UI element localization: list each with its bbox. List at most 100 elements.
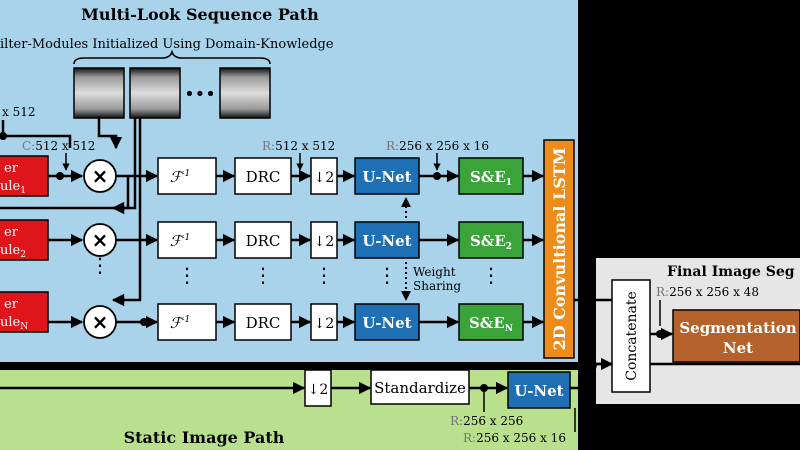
filter-module-1-label-a: er: [4, 161, 19, 176]
ifft-vdots: ⋮: [177, 263, 197, 287]
filter-module-2-label-a: er: [4, 225, 19, 240]
left-feed-line: [0, 176, 130, 210]
unet-vdots: ⋮: [377, 263, 397, 287]
ifft-2-label: ℱ-1: [170, 232, 191, 250]
down-vdots: ⋮: [314, 263, 334, 287]
r1-dim-label: R:512 x 512: [262, 139, 335, 153]
row1-connectors: [48, 169, 84, 329]
drc-2: [234, 221, 292, 259]
c-dim-label: C:512 x 512: [22, 139, 95, 153]
r3-dim-label: R:256 x 256 x 48: [656, 285, 759, 299]
static-image-title: Static Image Path: [124, 428, 285, 447]
multi-look-title: Multi-Look Sequence Path: [81, 5, 319, 24]
r2-dim-label: R:256 x 256 x 16: [386, 139, 489, 153]
unet-n-label: U-Net: [362, 314, 411, 332]
bus-lines: [0, 298, 800, 366]
lstm-block: [543, 139, 575, 359]
down-2: [310, 221, 338, 259]
multiply-2-sign: ×: [92, 228, 109, 252]
concatenate-label: Concatenate: [624, 291, 640, 381]
concatenate-block: [611, 279, 651, 393]
drc-n-label: DRC: [246, 314, 281, 332]
down-1-label: ↓2: [314, 170, 335, 186]
drc-vdots: ⋮: [253, 263, 273, 287]
drc-blocks: DRC DRC DRC ⋮: [234, 157, 292, 341]
weight-sharing-label-2: Sharing: [413, 279, 461, 293]
ifft-2: [157, 221, 217, 259]
se-blocks: S&E1 S&E2 S&EN ⋮: [458, 157, 524, 341]
multiply-vdots: ⋮: [90, 253, 110, 277]
drc-2-label: DRC: [246, 232, 281, 250]
multiply-to-ifft: [116, 169, 159, 329]
static-unet: [507, 371, 571, 409]
drc-1-label: DRC: [246, 168, 281, 186]
filter-thumbnails: •••: [73, 67, 271, 119]
ifft-to-drc: [216, 169, 236, 329]
static-image-panel: [0, 370, 578, 450]
unet-n: [354, 303, 420, 341]
se-1-label: S&E1: [470, 168, 512, 188]
r5-dim-label: R:256 x 256 x 16: [463, 431, 566, 445]
thumbnails-brace: [73, 49, 271, 65]
down-to-unet: [337, 169, 356, 329]
ifft-n: [157, 303, 217, 341]
row1-junction: [56, 172, 64, 180]
thumbnail-1: [73, 67, 125, 119]
downsample-blocks: ↓2 ↓2 ↓2 ⋮: [310, 157, 338, 341]
ifft-blocks: ℱ-1 ℱ-1 ℱ-1 ⋮: [157, 157, 217, 341]
standardize-label: Standardize: [374, 379, 466, 397]
thumbnail-2: [129, 67, 181, 119]
filter-module-2: [0, 219, 49, 261]
r4-dim-label: R:256 x 256: [450, 414, 523, 428]
standardize-block: [370, 369, 470, 405]
segmentation-net-label-1: Segmentation: [679, 319, 796, 337]
se-2: [458, 221, 524, 259]
down-1: [310, 157, 338, 195]
ifft-1: [157, 157, 217, 195]
se-1: [458, 157, 524, 195]
segmentation-net-label-2: Net: [723, 339, 753, 357]
static-down-label: ↓2: [308, 382, 329, 398]
drc-n: [234, 303, 292, 341]
unet-blocks: U-Net U-Net U-Net ⋮: [354, 157, 420, 341]
se-2-label: S&E2: [470, 232, 512, 252]
junction-128: [140, 318, 148, 326]
drc-to-down: [291, 169, 312, 329]
filter-module-n-label-a: er: [4, 297, 19, 312]
filter-module-1: [0, 155, 49, 197]
static-unet-label: U-Net: [514, 382, 563, 400]
unet-2: [354, 221, 420, 259]
weight-sharing: Weight Sharing: [401, 197, 461, 301]
se-n-label: S&EN: [469, 314, 513, 334]
filter-module-n: [0, 291, 49, 333]
se-vdots: ⋮: [481, 263, 501, 287]
static-junction: [480, 384, 488, 392]
filter-init-caption: ilter-Modules Initialized Using Domain-K…: [0, 37, 334, 52]
concat-junction: [656, 330, 664, 338]
filter-module-1-label-b: ule1: [0, 179, 26, 196]
lstm-label: 2D Convultional LSTM: [550, 148, 569, 351]
se-to-lstm: [523, 169, 545, 329]
ifft-n-label: ℱ-1: [170, 314, 191, 332]
ifft-1-label: ℱ-1: [170, 168, 191, 186]
segmentation-net-block: [672, 309, 800, 363]
down-2-label: ↓2: [314, 234, 335, 250]
static-down: [304, 369, 332, 407]
unet-1-label: U-Net: [362, 168, 411, 186]
down-n-label: ↓2: [314, 316, 335, 332]
unet-junction: [433, 172, 441, 180]
filter-module-n-label-b: uleN: [0, 315, 28, 332]
filter-module-2-label-b: ule2: [0, 243, 26, 260]
thumbnail-dots: •••: [184, 84, 216, 105]
multiply-n-sign: ×: [92, 310, 109, 334]
static-path: ↓2 Standardize U-Net R:256 x 256 R:256 x…: [0, 357, 614, 445]
final-image-title: Final Image Seg: [667, 264, 795, 280]
top-dim-label: x 512: [2, 105, 36, 119]
weight-sharing-label-1: Weight: [413, 265, 456, 279]
multiply-nodes: × × × ⋮: [83, 159, 117, 339]
top-bypass-line: [3, 134, 72, 148]
thumbnail-n: [219, 67, 271, 119]
unet-1: [354, 157, 420, 195]
